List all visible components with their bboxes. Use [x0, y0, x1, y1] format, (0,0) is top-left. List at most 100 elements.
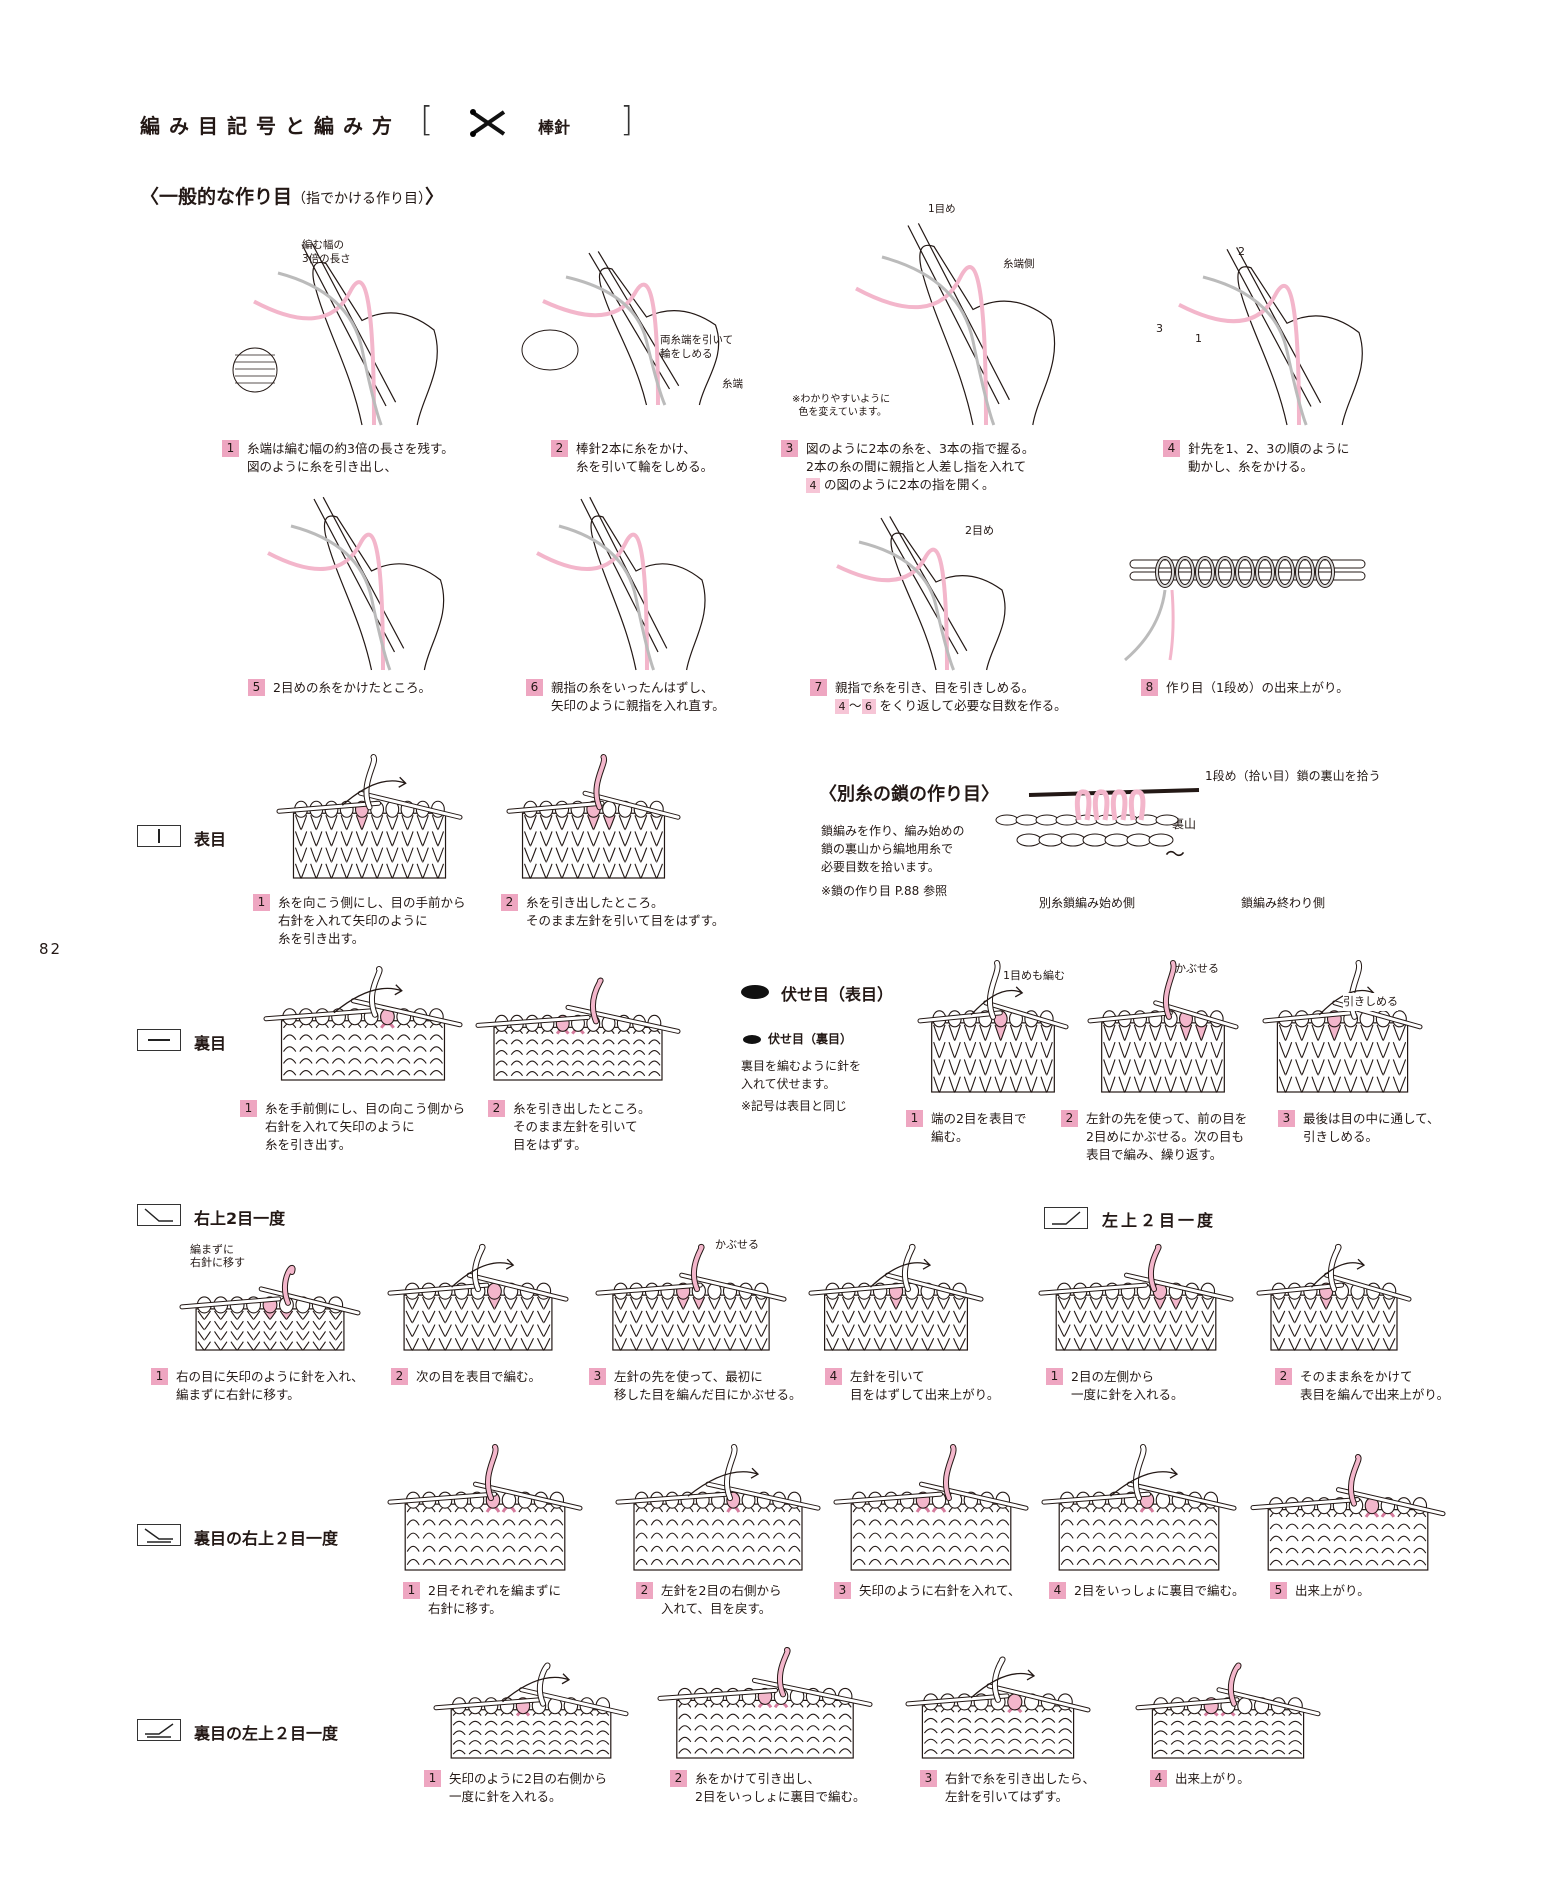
purl-stitch: [758, 1748, 772, 1754]
working-yarn-fill: [724, 1445, 737, 1501]
knit-stitch: [587, 831, 600, 847]
knit-stitch: [1351, 1296, 1365, 1310]
ssk-label: 右上2目一度: [194, 1209, 286, 1228]
left-needle-fill: [1088, 1011, 1172, 1023]
purl-stitch: [991, 1738, 1005, 1744]
knit-stitch: [1376, 1041, 1390, 1059]
purl-stitch: [1271, 1720, 1286, 1726]
purl-stitch: [454, 1545, 468, 1552]
knit-figure-2: [506, 754, 681, 879]
purl-stitch: [1285, 1535, 1299, 1542]
knit-stitch: [524, 847, 537, 863]
knit-stitch: [263, 1341, 277, 1351]
knit-stitch: [676, 1338, 690, 1351]
knit-stitch: [1179, 1076, 1193, 1093]
purl-stitch: [742, 1532, 755, 1539]
purl-stitch: [502, 1545, 516, 1552]
knit-stitch: [1164, 1076, 1177, 1093]
purl-stitch: [596, 1749, 610, 1755]
fabric-outline: [612, 1294, 770, 1351]
purl-stitch: [710, 1748, 724, 1754]
knit-stitch: [487, 1338, 502, 1351]
purl-stitch: [996, 1545, 1010, 1552]
knit-stitch: [1311, 1041, 1325, 1059]
purl-stitch: [1172, 1545, 1186, 1552]
stitch-loop: [1237, 1697, 1253, 1715]
knit-stitch: [1149, 1076, 1162, 1093]
purl-stitch: [632, 1049, 646, 1056]
purl-stitch: [1156, 1558, 1170, 1566]
purl-stitch: [397, 1058, 411, 1064]
purl-stitch: [884, 1545, 898, 1552]
purl-stitch: [1397, 1547, 1411, 1554]
knit-stitch: [754, 1338, 768, 1351]
knit-stitch: [857, 1296, 871, 1310]
purl-stitch: [648, 1060, 661, 1066]
purl-stitch: [556, 1049, 569, 1056]
purl-stitch: [564, 1749, 578, 1755]
purl-stitch: [1237, 1730, 1252, 1736]
knit-stitch: [197, 1341, 211, 1351]
purl-stitch: [438, 1545, 452, 1552]
knit-stitch: [1195, 1024, 1208, 1041]
knit-stitch: [1278, 1076, 1293, 1093]
purl-stitch: [452, 1730, 466, 1736]
purl-stitch: [571, 1060, 585, 1066]
purl-stitch: [452, 1749, 466, 1755]
arrow-head-icon: [1026, 1669, 1036, 1681]
purl-stitch: [580, 1720, 594, 1726]
knit-stitch: [1057, 1338, 1071, 1351]
knit-stitch: [571, 847, 585, 863]
knit-stitch: [602, 831, 616, 847]
knit-stitch: [921, 1296, 935, 1310]
knit-stitch: [634, 831, 648, 847]
purl-stitch: [397, 1069, 411, 1076]
knit-stitch: [602, 847, 616, 863]
knit-stitch: [873, 1296, 887, 1310]
purl-stitch: [617, 1049, 630, 1056]
left-needle-fill: [834, 1492, 942, 1504]
knit-stitch: [614, 1296, 628, 1310]
purl-stitch: [774, 1748, 788, 1754]
purl-stitch: [666, 1519, 679, 1526]
purl-stitch: [486, 1558, 500, 1566]
purl-stitch: [727, 1545, 740, 1552]
knit-stitch: [416, 847, 429, 863]
knit-stitch: [1057, 1296, 1071, 1310]
knit-stitch: [826, 1338, 839, 1351]
knit-stitch: [246, 1310, 261, 1320]
bracket-open: [: [420, 100, 434, 140]
knit-stitch: [197, 1310, 211, 1320]
purl-stitch: [406, 1558, 420, 1566]
purl-stitch: [348, 1034, 362, 1041]
purl-stitch: [838, 1748, 852, 1754]
purl-stitch: [852, 1545, 866, 1552]
purl-stitch: [696, 1558, 709, 1565]
purl-stitch: [822, 1748, 836, 1754]
purl-stitch: [1365, 1559, 1379, 1566]
purl-stitch: [916, 1545, 930, 1552]
knit-stitch: [723, 1296, 737, 1310]
direction-arrow: [502, 1676, 570, 1703]
purl-stitch: [1381, 1523, 1395, 1530]
yarn-grey: [290, 524, 392, 671]
bind-off-text: 裏目を編むように針を入れて伏せます。※記号は表目と同じ: [741, 1059, 862, 1113]
note-first: 1目め: [928, 203, 956, 215]
yarn-pink: [1178, 283, 1301, 426]
knit-stitch: [1303, 1338, 1317, 1351]
knit-stitch: [1137, 1338, 1151, 1351]
purl-stitch: [564, 1730, 578, 1736]
knit-stitch: [370, 847, 384, 863]
knit-stitch: [471, 1296, 485, 1310]
needle: [1129, 571, 1366, 581]
purl-stitch: [648, 1039, 661, 1045]
knit-stitch: [618, 863, 632, 879]
working-yarn-fill: [691, 1244, 704, 1292]
knit-stitch: [921, 1338, 935, 1351]
purl-stitch: [452, 1740, 466, 1745]
purl-stitch: [1204, 1532, 1218, 1539]
purl-stitch: [1041, 1749, 1056, 1755]
